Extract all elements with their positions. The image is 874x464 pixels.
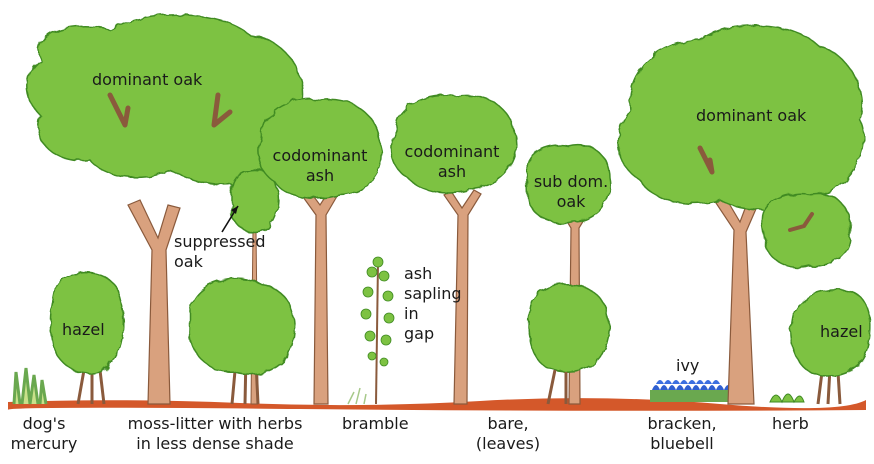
label-bramble: bramble bbox=[342, 414, 409, 434]
label-bare: bare, (leaves) bbox=[468, 414, 548, 454]
bluebells bbox=[650, 380, 732, 402]
label-dominant-oak-left: dominant oak bbox=[92, 70, 202, 90]
stem bbox=[376, 262, 378, 404]
dogs-mercury bbox=[14, 368, 46, 404]
trunk bbox=[128, 200, 180, 404]
label-line: (leaves) bbox=[468, 434, 548, 454]
trunk bbox=[714, 190, 762, 404]
label-herb: herb bbox=[772, 414, 809, 434]
side-canopy bbox=[762, 193, 850, 267]
label-hazel-right: hazel bbox=[820, 322, 863, 342]
canopy bbox=[190, 278, 295, 374]
label-line: suppressed bbox=[174, 232, 266, 252]
label-suppressed-oak: suppressed oak bbox=[174, 232, 266, 272]
label-line: ash bbox=[392, 162, 512, 182]
hazel-right bbox=[791, 290, 870, 404]
label-line: dog's bbox=[2, 414, 86, 434]
label-line: moss-litter with herbs bbox=[110, 414, 320, 434]
label-line: codominant bbox=[256, 146, 384, 166]
trunk bbox=[298, 182, 343, 404]
label-moss-litter: moss-litter with herbs in less dense sha… bbox=[110, 414, 320, 454]
label-ivy: ivy bbox=[676, 356, 699, 376]
label-codominant-ash-2: codominant ash bbox=[392, 142, 512, 182]
label-line: ash bbox=[404, 264, 461, 284]
label-dogs-mercury: dog's mercury bbox=[2, 414, 86, 454]
label-line: sapling bbox=[404, 284, 461, 304]
label-hazel-left: hazel bbox=[62, 320, 105, 340]
shrub-moss-litter bbox=[190, 278, 295, 404]
label-line: sub dom. bbox=[526, 172, 616, 192]
label-line: gap bbox=[404, 324, 461, 344]
label-line: oak bbox=[174, 252, 266, 272]
label-codominant-ash-1: codominant ash bbox=[256, 146, 384, 186]
label-line: bracken, bbox=[632, 414, 732, 434]
label-line: oak bbox=[526, 192, 616, 212]
label-dominant-oak-right: dominant oak bbox=[696, 106, 806, 126]
label-line: bare, bbox=[468, 414, 548, 434]
label-line: in bbox=[404, 304, 461, 324]
herb bbox=[770, 394, 804, 402]
lower-canopy bbox=[529, 284, 610, 372]
label-line: in less dense shade bbox=[110, 434, 320, 454]
grass bbox=[348, 388, 366, 404]
label-bracken: bracken, bluebell bbox=[632, 414, 732, 454]
label-line: bluebell bbox=[632, 434, 732, 454]
label-ash-sapling: ash sapling in gap bbox=[404, 264, 461, 344]
label-line: codominant bbox=[392, 142, 512, 162]
label-line: ash bbox=[256, 166, 384, 186]
label-sub-dom-oak: sub dom. oak bbox=[526, 172, 616, 212]
ash-sapling bbox=[348, 257, 394, 404]
label-line: mercury bbox=[2, 434, 86, 454]
